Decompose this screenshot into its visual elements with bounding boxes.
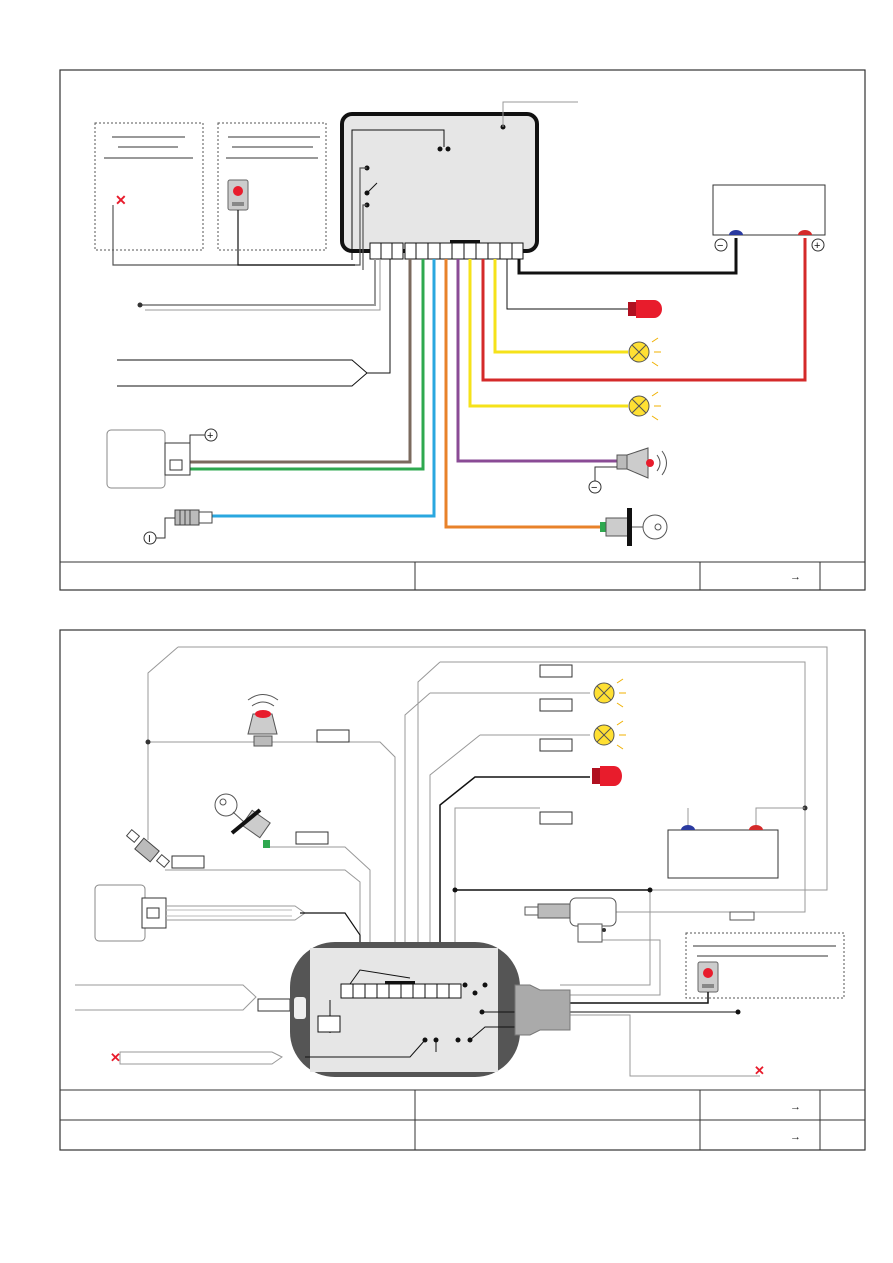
lamp-icon [628,337,661,367]
panel-2-frame [59,629,866,1151]
pushbutton-mark: I [148,534,151,545]
wire-tag [539,738,573,752]
wire-tag [316,729,350,743]
wire-yellow-1 [493,259,628,354]
cut-mark-icon: ✕ [115,192,127,208]
sensor-positive-label: + [207,430,213,442]
lamp-icon [628,391,661,421]
wire-brown [190,259,412,464]
wire-black-battery [517,238,738,275]
wire-tag [171,855,205,869]
wire-grey-2 [145,259,381,311]
battery-negative-label: − [717,240,723,252]
option-box-left: ✕ [94,122,204,251]
wire-tag [295,831,329,845]
wire-left-black [237,210,355,266]
harness-bundle-left [75,984,257,1011]
led-icon [628,300,662,318]
cut-mark-icon: ✕ [110,1050,121,1065]
lamp-icon [593,678,626,708]
pushbutton-icon [125,829,171,868]
module-connector [369,240,524,260]
wire-black-led [506,259,628,310]
battery-icon [667,807,805,879]
wire-tag [257,998,291,1012]
panel-2-footer-arrow-2: → [790,1131,801,1143]
harness-lines [147,646,828,1077]
wire-purple [456,259,617,463]
valet-button-icon[interactable] [697,961,719,993]
wire-tag [539,664,573,678]
led-wire [439,776,590,985]
siren-icon: − [588,447,667,494]
lamp-icon [593,720,626,750]
wire-blue [212,259,436,518]
siren-ground-label: − [591,482,597,494]
wire-orange [444,259,600,529]
wire-grey-1 [140,259,376,306]
wire-green [190,259,425,471]
pushbutton-icon: I [143,509,213,545]
cut-mark-icon: ✕ [754,1063,765,1078]
siren-icon [247,694,279,747]
wire-yellow-2 [468,259,628,408]
panel-1: → ✕ [59,69,866,591]
wire-black-loop [117,259,391,374]
led-icon [592,766,622,786]
sensor-icon: + [106,428,218,489]
wire-tag [539,698,573,712]
battery-icon: − + [712,184,826,252]
panel-1-footer-arrow: → [790,571,801,583]
panel-2: → → [59,629,866,1151]
panel-2-footer-arrow-1: → [790,1101,801,1113]
fuse-icon [729,911,755,921]
actuator-icon [524,897,617,943]
panel-1-frame [59,69,866,591]
key-switch-icon [214,793,271,848]
option-box-right [217,122,327,251]
harness-bundle-bottom [119,1051,283,1065]
wire-red-battery [481,238,807,382]
wire-tag [539,811,573,825]
control-module-2 [290,942,741,1077]
battery-positive-label: + [814,240,820,252]
valet-button-icon[interactable] [227,179,249,211]
key-switch-icon [600,508,668,546]
sensor-icon [94,884,361,985]
control-module [112,101,578,270]
